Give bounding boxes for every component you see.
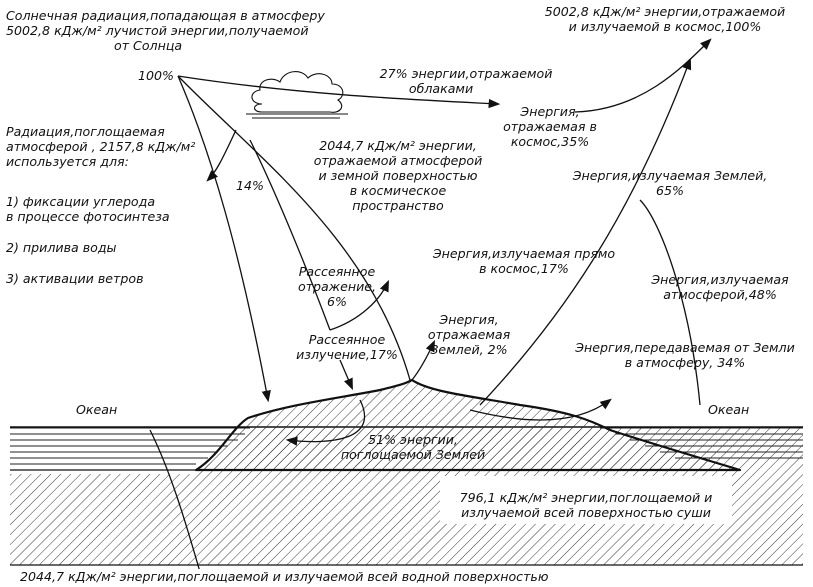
label-earth-reflected: Энергия, отражаемая Землей, 2% [414,312,524,357]
label-water-surface: 2044,7 кДж/м² энергии,поглощаемой и излу… [20,569,549,584]
label-line: 51% энергии, [368,432,458,447]
arrow-scatter-split [249,139,331,331]
arrow-clouds-reflect [177,75,501,109]
label-line: отражение, [297,279,377,294]
label-ocean-right: Океан [708,402,750,417]
label-line: 2044,7 кДж/м² энергии, [319,138,477,153]
label-absorbed-earth: 51% энергии, поглощаемой Землей [338,432,488,462]
label-fourteen-percent: 14% [236,178,264,193]
label-atm-emitted: Энергия,излучаемая атмосферой,48% [640,272,800,302]
label-line: 796,1 кДж/м² энергии,поглощаемой и [459,490,713,505]
label-line: отражаемая в [503,119,597,134]
label-line: от Солнца [114,38,183,53]
label-line: 65% [656,183,684,198]
label-line: излучаемой всей поверхностью суши [461,505,711,520]
label-hundred-percent: 100% [138,68,175,83]
label-line: отражаемой атмосферой [313,153,483,168]
arrow-scatter-reflect [329,279,389,331]
label-line: используется для: [6,154,129,169]
label-line: поглощаемой Землей [340,447,486,462]
label-line: 27% энергии,отражаемой [379,66,553,81]
arrow-water-absorb [149,429,201,573]
arrow-direct-space [479,57,692,406]
label-transferred-atm: Энергия,передаваемая от Земли в атмосфер… [560,340,810,370]
label-direct-space: Энергия,излучаемая прямо в космос,17% [424,246,624,276]
label-line: в космос,17% [479,261,569,276]
label-line: атмосферой , 2157,8 кДж/м² [6,139,196,154]
label-line: 1) фиксации углерода [6,194,156,209]
label-line: Радиация,поглощаемая [6,124,165,139]
label-reflected-space: Энергия, отражаемая в космос,35% [470,104,630,149]
label-line: и излучаемой в космос,100% [568,19,762,34]
arrow-to-ocean [177,75,271,403]
label-line: 5002,8 кДж/м² лучистой энергии,получаемо… [6,23,309,38]
label-line: 6% [327,294,347,309]
label-line: Солнечная радиация,попадающая в атмосфер… [6,8,325,23]
label-line: Энергия, [520,104,580,119]
label-land-surface: 796,1 кДж/м² энергии,поглощаемой и излуч… [440,490,732,520]
label-line: атмосферой,48% [663,287,777,302]
label-solar-radiation-in: Солнечная радиация,попадающая в атмосфер… [6,8,325,53]
label-absorbed-atmosphere: Радиация,поглощаемая атмосферой , 2157,8… [6,124,195,169]
label-earth-emitted: Энергия,излучаемая Землей, 65% [565,168,775,198]
label-line: 5002,8 кДж/м² энергии,отражаемой [544,4,786,19]
label-line: в процессе фотосинтеза [6,209,170,224]
cloud-icon [246,71,348,119]
label-scattered-reflection: Рассеянное отражение, 6% [282,264,392,309]
arrow-to-land [177,75,411,381]
label-line: Энергия,излучаемая прямо [432,246,616,261]
label-line: Энергия,передаваемая от Земли [575,340,795,355]
label-line: облаками [408,81,474,96]
label-clouds-reflect: 27% энергии,отражаемой облаками [356,66,576,96]
arrow-transfer-atm [469,398,612,421]
label-line: Энергия,излучаемая Землей, [572,168,768,183]
label-line: Рассеянное [298,264,376,279]
label-line: Энергия, [439,312,499,327]
arrow-earth-reflect [411,339,435,381]
label-line: космос,35% [510,134,590,149]
label-line: Землей, 2% [430,342,508,357]
arrow-space-out [574,38,712,113]
land-label-bg [440,476,732,524]
label-line: 2) прилива воды [6,240,117,255]
label-reflected-atm-surface: 2044,7 кДж/м² энергии, отражаемой атмосф… [288,138,508,213]
arrow-absorbed-earth [285,399,366,446]
label-space-out: 5002,8 кДж/м² энергии,отражаемой и излуч… [520,4,810,34]
label-line: пространство [352,198,444,213]
label-scattered-radiation: Рассеянное излучение,17% [282,332,412,362]
label-line: 3) активации ветров [6,271,144,286]
label-line: и земной поверхностью [318,168,478,183]
label-line: излучение,17% [296,347,398,362]
label-line: отражаемая [427,327,511,342]
arrow-scatter-radiation [339,359,353,391]
arrow-atm-absorb [206,129,237,182]
label-uses-list: 1) фиксации углерода в процессе фотосинт… [6,194,170,286]
arrow-atm-emit [639,199,701,406]
label-line: Энергия,излучаемая [651,272,789,287]
label-line: в атмосферу, 34% [624,355,746,370]
label-line: Рассеянное [308,332,386,347]
land-mass [194,378,742,472]
label-line: в космическое [349,183,447,198]
label-ocean-left: Океан [76,402,118,417]
